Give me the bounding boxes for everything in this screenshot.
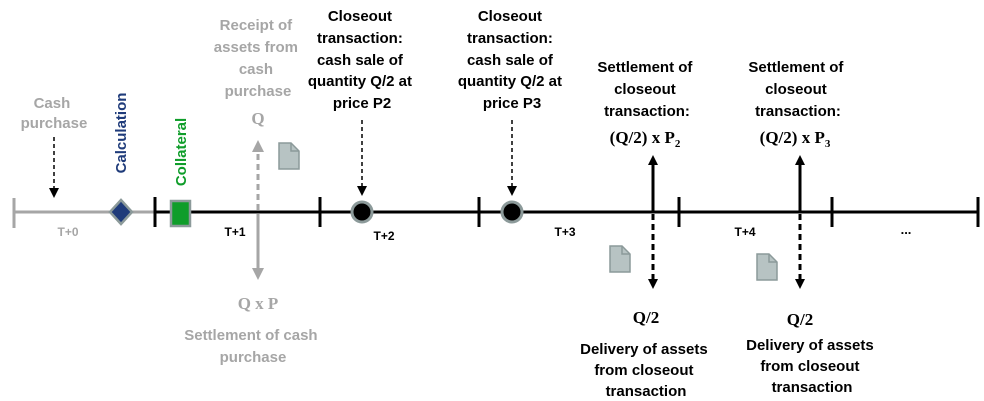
closeout-2-delivery-quantity: Q/2	[787, 310, 813, 329]
closeout-2-line-1: Closeout	[478, 8, 542, 25]
cash-purchase-label: Cash purchase	[21, 95, 88, 132]
closeout-1-delivery-line-2: from closeout	[594, 362, 693, 379]
collateral-square-icon	[169, 199, 192, 228]
closeout-1-settlement-line-3: transaction:	[604, 103, 690, 120]
closeout-2-label: Closeout transaction: cash sale of quant…	[458, 8, 566, 112]
receipt-line-3: cash	[239, 61, 273, 78]
period-label-ellipsis: ...	[901, 222, 912, 237]
closeout-1-delivery-line-3: transaction	[606, 383, 687, 400]
period-label-t2: T+2	[373, 229, 394, 243]
receipt-line-1: Receipt of	[220, 17, 294, 34]
closeout-1-settlement-line-1: Settlement of	[597, 59, 693, 76]
closeout-1-line-3: cash sale of	[317, 52, 404, 69]
closeout-1-settlement-line-2: closeout	[614, 81, 676, 98]
closeout-2-settlement-line-1: Settlement of	[748, 59, 844, 76]
closeout-1-settlement-amount-sub: 2	[675, 138, 681, 150]
cash-settlement-line-2: purchase	[220, 349, 287, 366]
closeout-1-delivery-quantity: Q/2	[633, 308, 659, 327]
closeout-2-dot-icon	[500, 200, 524, 224]
closeout-2-line-5: price P3	[483, 95, 541, 112]
closeout-1-label: Closeout transaction: cash sale of quant…	[308, 8, 416, 112]
period-label-t4: T+4	[734, 225, 755, 239]
cash-settlement-amount: Q x P	[238, 294, 279, 313]
closeout-1-line-2: transaction:	[317, 30, 403, 47]
closeout-2-settlement-amount-sub: 3	[825, 138, 831, 150]
cash-settlement-label: Settlement of cash purchase	[184, 327, 322, 366]
closeout-2-settlement-amount-main: (Q/2) x P	[760, 128, 825, 147]
cash-purchase-line-1: Cash	[34, 95, 71, 112]
closeout-2-delivery-line-3: transaction	[772, 379, 853, 396]
closeout-2-settlement-line-3: transaction:	[755, 103, 841, 120]
closeout-1-settlement-amount-main: (Q/2) x P	[610, 128, 675, 147]
closeout-2-delivery-line-2: from closeout	[760, 358, 859, 375]
closeout-2-settlement-line-2: closeout	[765, 81, 827, 98]
receipt-line-2: assets from	[214, 39, 298, 56]
cash-purchase-line-2: purchase	[21, 115, 88, 132]
closeout-1-line-5: price P2	[333, 95, 391, 112]
period-label-t3: T+3	[554, 225, 575, 239]
closeout-2-settlement-label: Settlement of closeout transaction:	[748, 59, 847, 120]
receipt-document-icon	[278, 142, 300, 170]
receipt-quantity: Q	[251, 109, 264, 128]
closeout-1-line-1: Closeout	[328, 8, 392, 25]
period-label-t1: T+1	[224, 225, 245, 239]
calculation-label: Calculation	[113, 93, 130, 174]
closeout-1-document-icon	[609, 245, 631, 273]
collateral-label: Collateral	[173, 118, 190, 186]
closeout-1-settlement-amount: (Q/2) x P2	[610, 128, 681, 150]
closeout-2-line-3: cash sale of	[467, 52, 554, 69]
receipt-line-4: purchase	[225, 83, 292, 100]
closeout-2-line-4: quantity Q/2 at	[458, 73, 562, 90]
closeout-2-delivery-line-1: Delivery of assets	[746, 337, 874, 354]
closeout-1-line-4: quantity Q/2 at	[308, 73, 412, 90]
closeout-1-settlement-label: Settlement of closeout transaction:	[597, 59, 696, 120]
closeout-2-delivery-label: Delivery of assets from closeout transac…	[746, 337, 878, 396]
closeout-2-line-2: transaction:	[467, 30, 553, 47]
closeout-2-document-icon	[756, 253, 778, 281]
receipt-label: Receipt of assets from cash purchase	[214, 17, 302, 100]
closeout-1-delivery-line-1: Delivery of assets	[580, 341, 708, 358]
closeout-1-dot-icon	[350, 200, 374, 224]
calculation-diamond-icon	[108, 198, 134, 226]
period-label-t0: T+0	[57, 225, 78, 239]
closeout-2-settlement-amount: (Q/2) x P3	[760, 128, 831, 150]
cash-settlement-line-1: Settlement of cash	[184, 327, 317, 344]
closeout-1-delivery-label: Delivery of assets from closeout transac…	[580, 341, 712, 400]
